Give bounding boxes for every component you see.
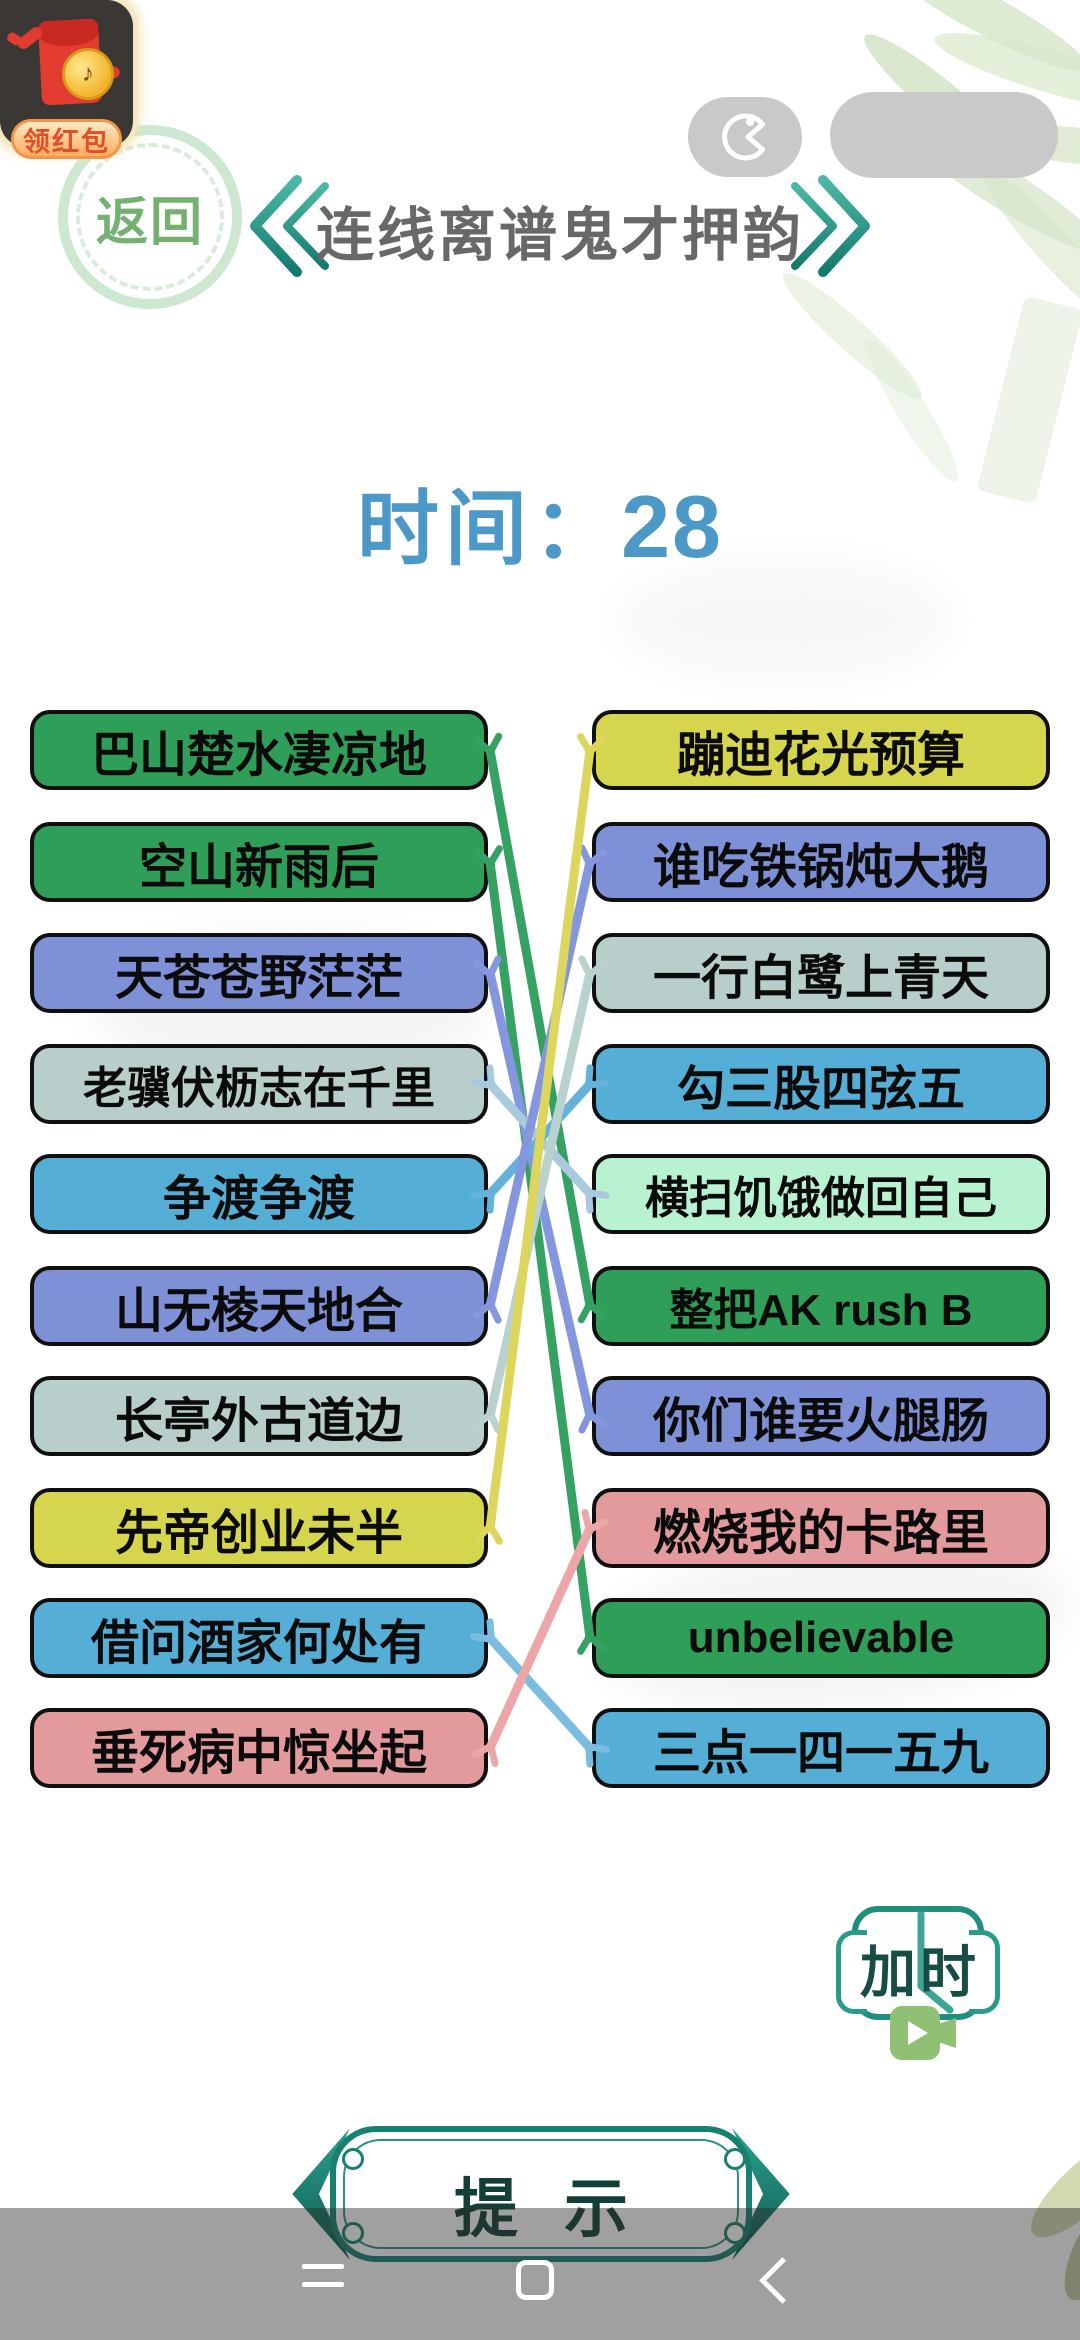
hint-frame — [330, 2126, 752, 2262]
connection-line — [473, 844, 607, 1324]
connection-line — [470, 1064, 610, 1214]
phrase-button-R6[interactable]: 整把AK rush B — [592, 1266, 1050, 1346]
phrase-button-L8[interactable]: 先帝创业未半 — [30, 1488, 488, 1568]
phrase-button-R7[interactable]: 你们谁要火腿肠 — [592, 1376, 1050, 1456]
phrase-button-R10[interactable]: 三点一四一五九 — [592, 1708, 1050, 1788]
phrase-button-R4[interactable]: 勾三股四弦五 — [592, 1044, 1050, 1124]
hint-label: 提示 — [454, 2173, 674, 2245]
title-ornament-chevrons — [250, 175, 870, 277]
red-packet-label: 领红包 — [11, 119, 122, 159]
add-time-label: 加时 — [860, 1941, 980, 2004]
scroll-curl-icon — [724, 2148, 746, 2170]
phrase-button-L10[interactable]: 垂死病中惊坐起 — [30, 1708, 488, 1788]
phrase-button-L5[interactable]: 争渡争渡 — [30, 1154, 488, 1234]
phrase-button-L6[interactable]: 山无棱天地合 — [30, 1266, 488, 1346]
video-ad-icon[interactable] — [890, 2006, 956, 2060]
phrase-button-R8[interactable]: 燃烧我的卡路里 — [592, 1488, 1050, 1568]
timer: 时间：28 — [357, 477, 723, 576]
phrase-button-L2[interactable]: 空山新雨后 — [30, 822, 488, 902]
phrase-button-L1[interactable]: 巴山楚水凄凉地 — [30, 710, 488, 790]
connection-line — [470, 1064, 610, 1214]
pacman-icon — [722, 113, 765, 161]
phrase-button-L7[interactable]: 长亭外古道边 — [30, 1376, 488, 1456]
phrase-button-R5[interactable]: 横扫饥饿做回自己 — [592, 1154, 1050, 1234]
system-menu-pill — [830, 92, 1058, 178]
back-icon[interactable] — [759, 2257, 806, 2304]
timer-value: 28 — [621, 477, 723, 576]
add-time-button[interactable]: 加时 — [836, 1898, 1002, 2060]
phrase-button-R9[interactable]: unbelievable — [592, 1598, 1050, 1678]
connection-line — [474, 733, 606, 1545]
connection-line — [473, 955, 607, 1434]
connection-line — [471, 1509, 609, 1767]
scroll-curl-icon — [724, 2222, 746, 2244]
clock-hand-icon — [917, 1910, 954, 2014]
phrase-button-L3[interactable]: 天苍苍野茫茫 — [30, 933, 488, 1013]
phrase-button-R3[interactable]: 一行白鹭上青天 — [592, 933, 1050, 1013]
recent-apps-icon[interactable] — [302, 2264, 344, 2269]
red-packet-badge[interactable]: ♪ 领红包 — [0, 0, 133, 159]
timer-label: 时间 — [357, 484, 534, 575]
phrase-button-R2[interactable]: 谁吃铁锅炖大鹅 — [592, 822, 1050, 902]
game-center-button[interactable] — [688, 97, 802, 177]
connection-line — [473, 955, 607, 1434]
connection-line — [473, 732, 607, 1324]
back-label: 返回 — [95, 193, 204, 252]
scroll-curl-icon — [342, 2148, 364, 2170]
connection-line — [474, 845, 606, 1655]
hint-button[interactable]: 提示 — [276, 2124, 806, 2264]
phrase-button-L4[interactable]: 老骥伏枥志在千里 — [30, 1044, 488, 1124]
page-title: 连线离谱鬼才押韵 — [315, 203, 804, 268]
phrase-button-L9[interactable]: 借问酒家何处有 — [30, 1598, 488, 1678]
recent-apps-icon[interactable] — [302, 2282, 344, 2287]
home-icon[interactable] — [516, 2260, 554, 2300]
scroll-curl-icon — [342, 2222, 364, 2244]
music-note-coin-icon: ♪ — [62, 48, 114, 100]
watercolor-wash — [620, 560, 950, 680]
connection-line — [470, 1618, 610, 1768]
play-icon — [908, 2021, 928, 2045]
android-nav-bar — [0, 2208, 1080, 2340]
phrase-button-R1[interactable]: 蹦迪花光预算 — [592, 710, 1050, 790]
